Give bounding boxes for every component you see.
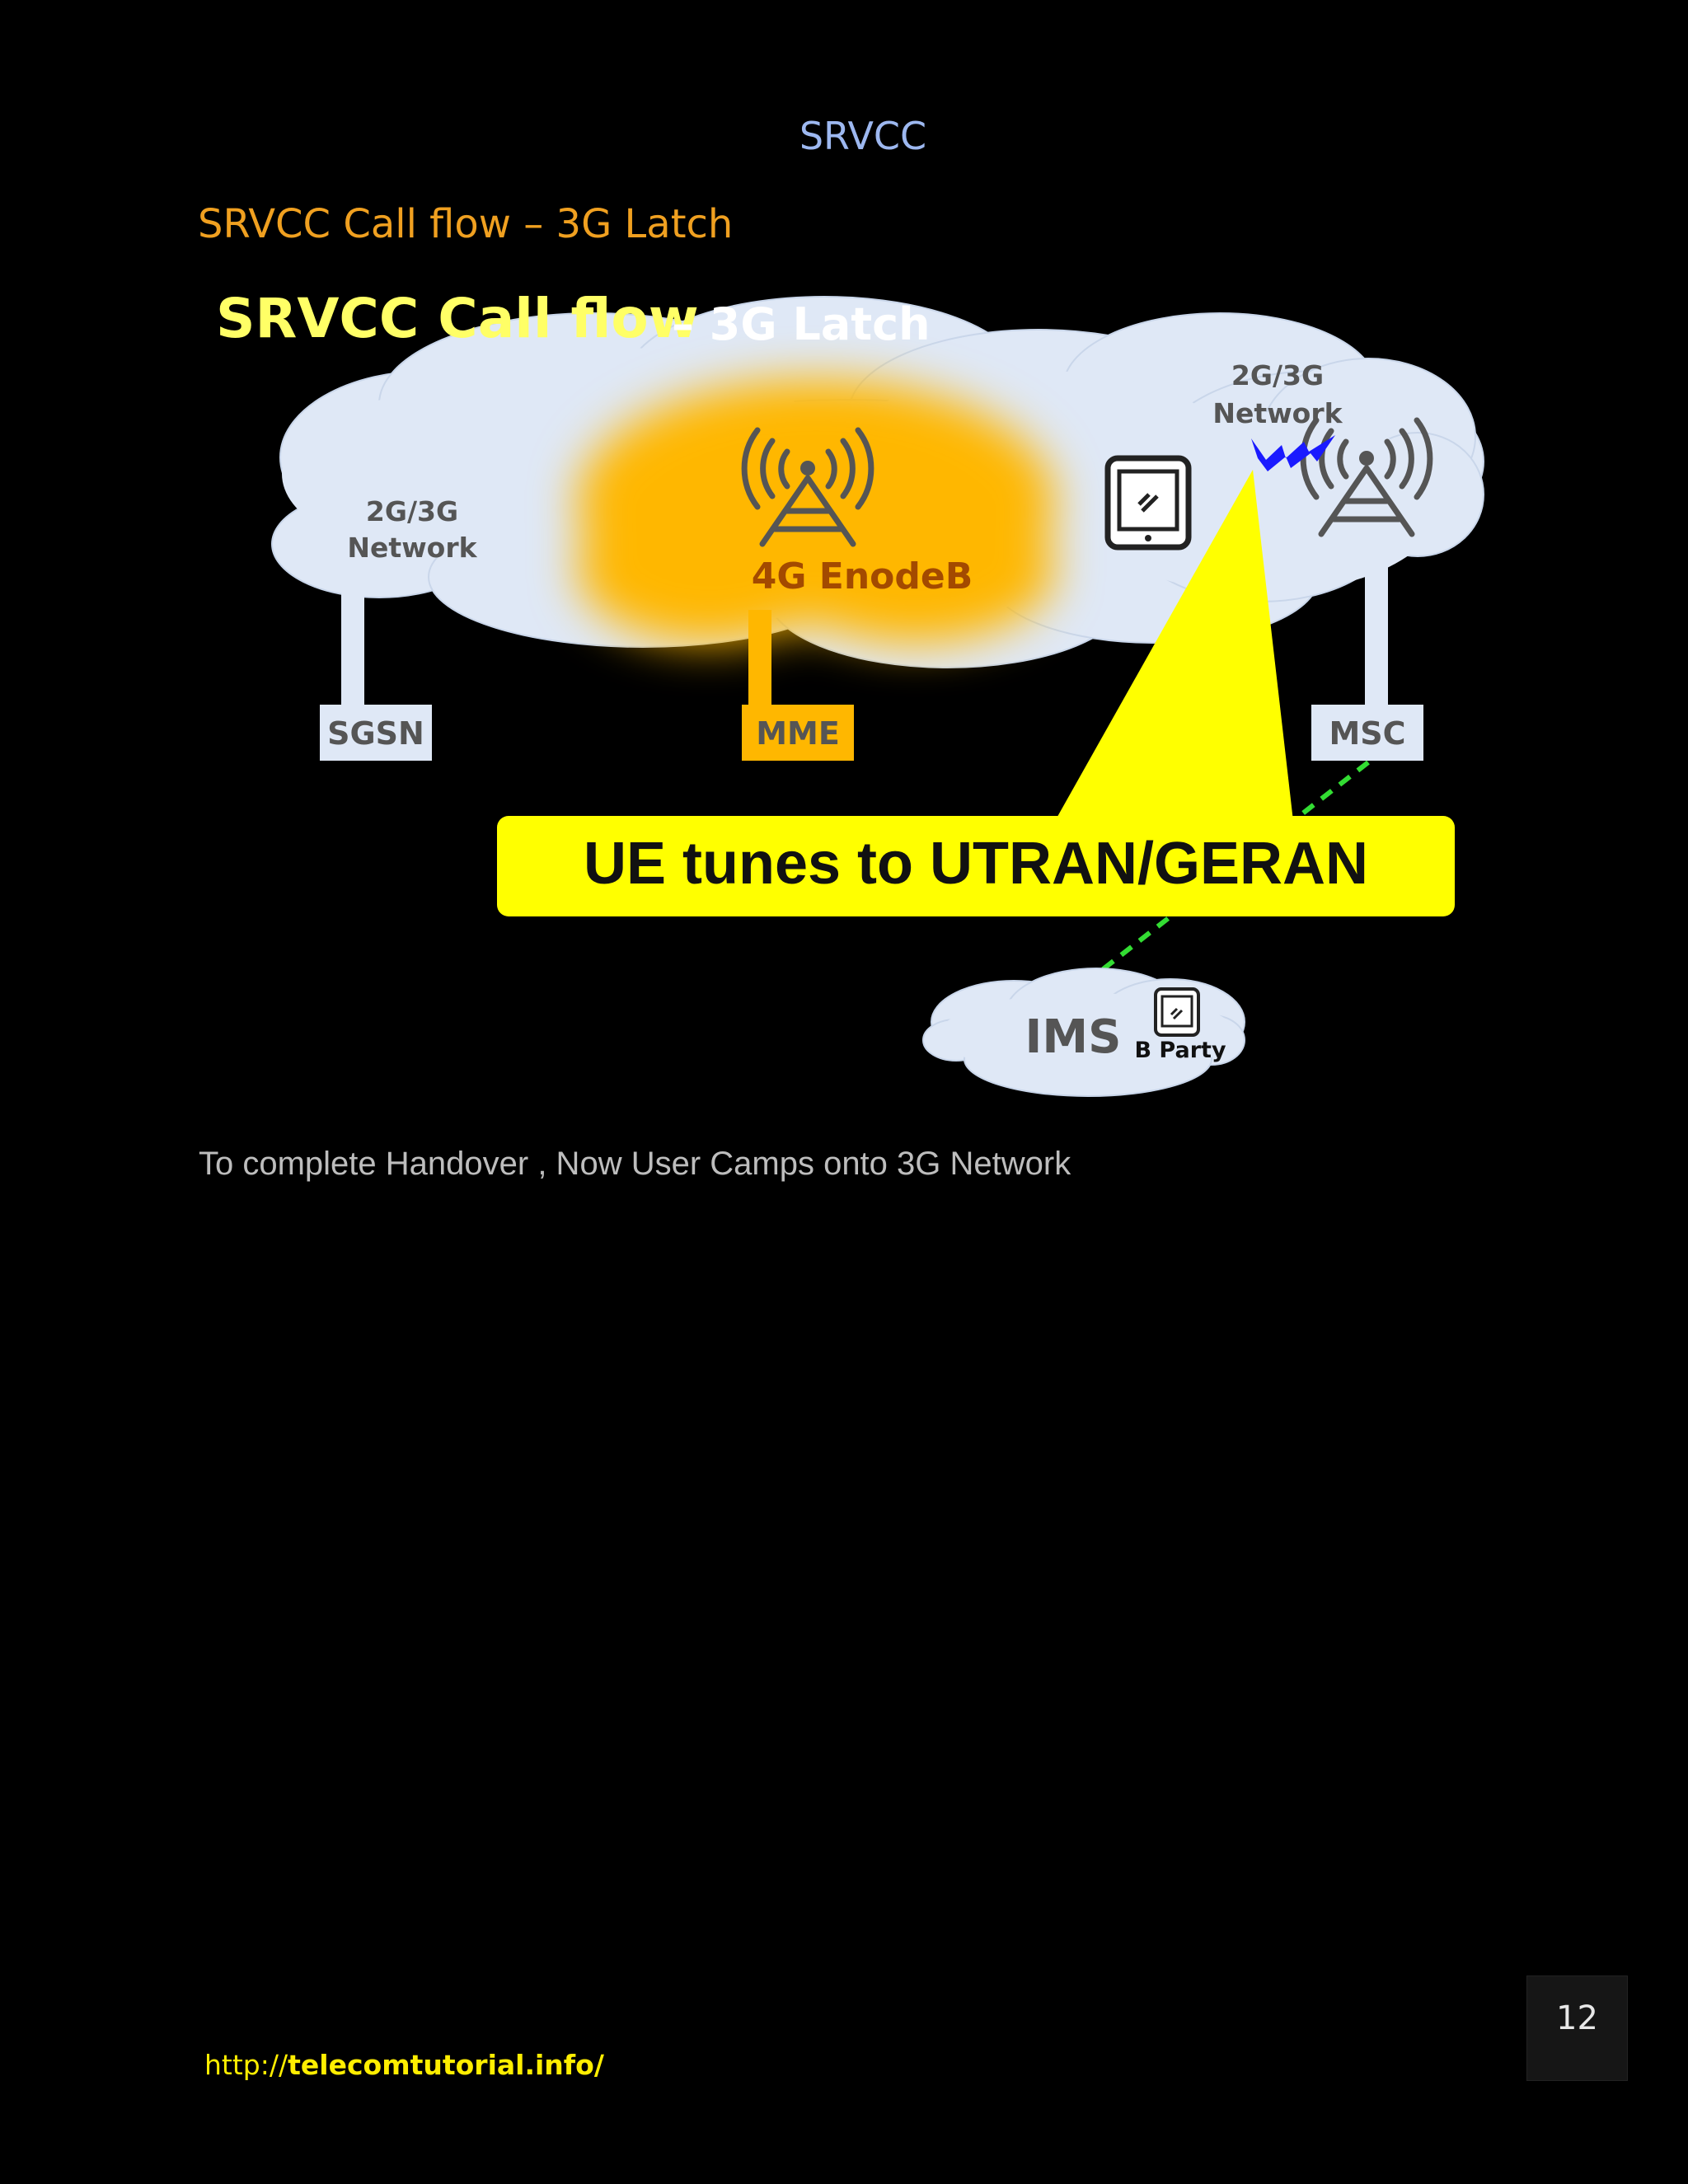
ims-label: IMS [1025, 1010, 1122, 1064]
enodeb-label: 4G EnodeB [752, 555, 973, 598]
sgsn-node: SGSN [320, 705, 432, 761]
callout-pointer [1051, 470, 1294, 828]
srvcc-diagram: SRVCC Call flow – 3G Latch 2G/3G Network… [216, 287, 1484, 1097]
mme-label: MME [756, 715, 840, 752]
mme-connector [748, 610, 771, 709]
msc-ims-dashed-link [1078, 760, 1370, 990]
msc-connector [1365, 556, 1388, 709]
footer-url-link[interactable]: http://telecomtutorial.info/ [204, 2049, 604, 2081]
radio-link-icon [1251, 435, 1335, 471]
page-number: 12 [1556, 1999, 1598, 2037]
diagram-title-sub: – 3G Latch [672, 298, 931, 350]
right-network-label-line2: Network [1212, 397, 1343, 429]
footer-url-domain: telecomtutorial.info/ [288, 2049, 604, 2081]
b-party-device-icon [1154, 987, 1200, 1037]
sgsn-connector [341, 593, 364, 709]
page-header: SRVCC [799, 114, 927, 158]
section-heading: SRVCC Call flow – 3G Latch [198, 201, 734, 247]
left-network-label-line1: 2G/3G [366, 495, 458, 527]
mme-node: MME [742, 705, 854, 761]
callout: UE tunes to UTRAN/GERAN [497, 470, 1455, 916]
callout-text: UE tunes to UTRAN/GERAN [584, 831, 1368, 897]
left-network-label-line2: Network [347, 532, 477, 564]
callout-box [497, 816, 1455, 916]
ims-cloud [922, 968, 1245, 1097]
sgsn-label: SGSN [327, 715, 424, 752]
right-network-label-line1: 2G/3G [1231, 359, 1324, 391]
ue-tablet-icon [1104, 455, 1192, 551]
footer-url-prefix: http:// [204, 2049, 288, 2081]
enodeb-tower-icon [741, 427, 874, 547]
msc-label: MSC [1329, 715, 1405, 752]
caption-text: To complete Handover , Now User Camps on… [199, 1146, 1071, 1182]
msc-node: MSC [1311, 705, 1423, 761]
page-number-box: 12 [1526, 1975, 1628, 2081]
diagram-title-main: SRVCC Call flow [216, 287, 699, 350]
b-party-label: B Party [1134, 1038, 1226, 1063]
